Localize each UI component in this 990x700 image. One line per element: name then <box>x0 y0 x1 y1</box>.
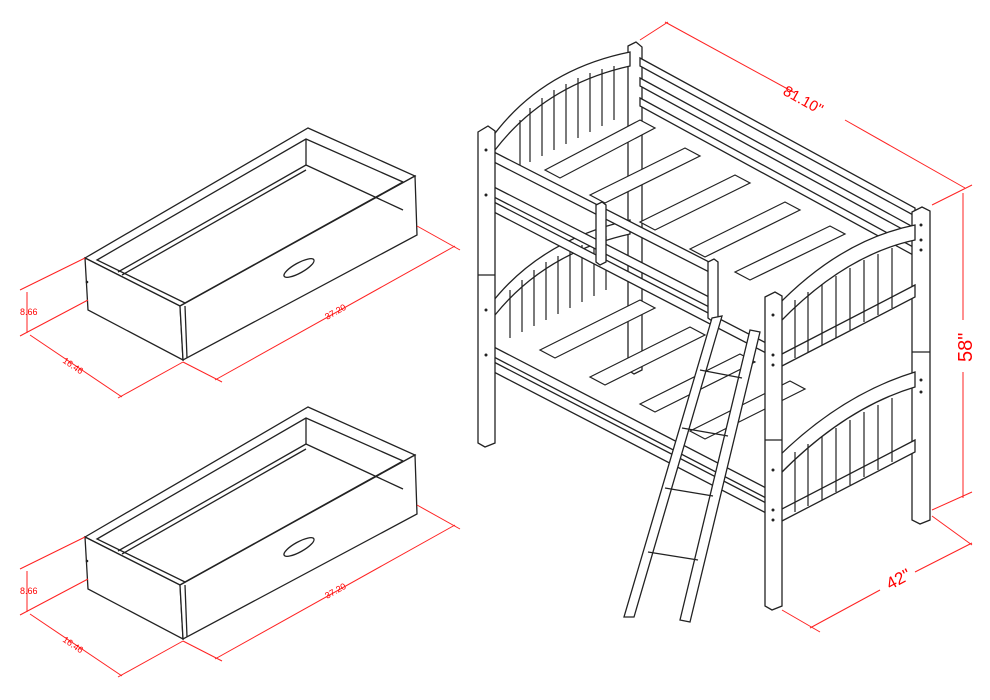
ladder <box>623 315 761 623</box>
drawer-1-length-label: 37.20 <box>323 302 348 322</box>
drawer-2-height-label: 8.66 <box>20 586 38 596</box>
bunk-bed <box>477 41 931 623</box>
drawer-2-depth-label: 16.46 <box>61 634 85 655</box>
bed-dimensions <box>639 21 973 633</box>
drawer-2 <box>19 406 461 678</box>
bed-width-label: 42" <box>883 565 914 593</box>
drawer-1 <box>19 127 461 399</box>
bed-height-label: 58" <box>955 333 977 362</box>
drawer-1-depth-label: 16.46 <box>61 355 85 376</box>
bed-length-label: 81.10" <box>780 83 826 119</box>
drawer-1-height-label: 8.66 <box>20 307 38 317</box>
drawer-2-length-label: 37.20 <box>323 581 348 601</box>
